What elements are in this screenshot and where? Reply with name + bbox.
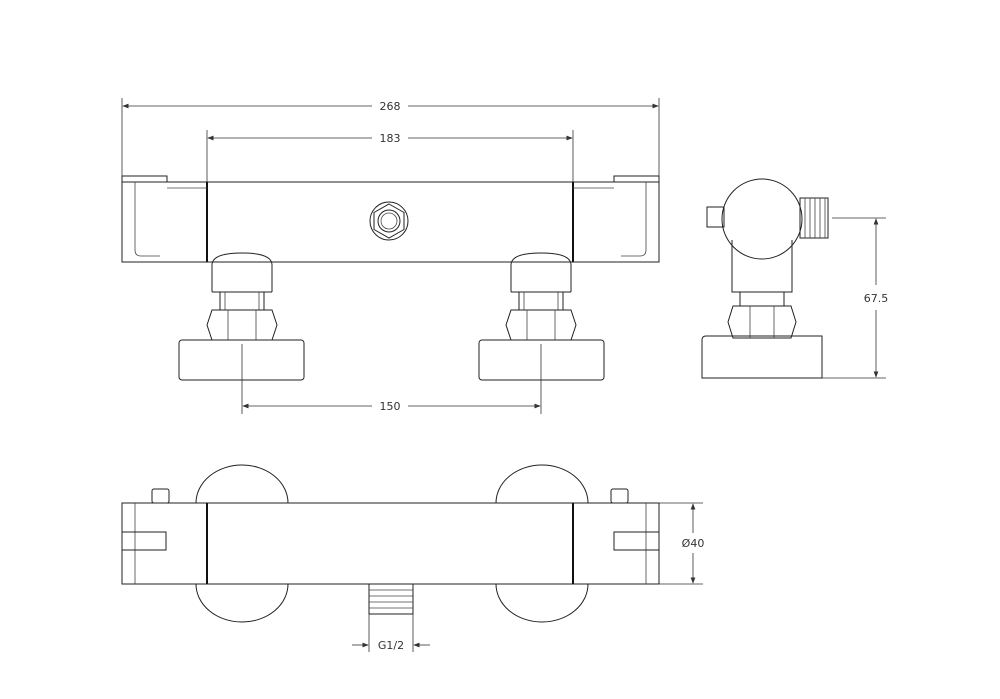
dim-label-67-5: 67.5 [864, 292, 889, 305]
front-left-inlet [178, 252, 305, 381]
top-view: Ø40 G1/2 [121, 464, 705, 652]
top-outlet-thread [368, 583, 414, 615]
dim-label-268: 268 [380, 100, 401, 113]
dim-label-183: 183 [380, 132, 401, 145]
side-view: 67.5 [701, 178, 889, 379]
dimension-diameter: Ø40 [659, 502, 705, 585]
dim-label-diameter: Ø40 [682, 537, 705, 550]
front-right-inlet [478, 252, 605, 381]
dim-label-150: 150 [380, 400, 401, 413]
front-view: 268 183 150 [121, 98, 660, 414]
dimension-thread: G1/2 [352, 614, 430, 652]
front-bar-body [121, 175, 660, 263]
dimension-overall-length: 268 [121, 98, 660, 176]
dimension-body-length: 183 [206, 130, 574, 182]
side-thread [799, 197, 829, 239]
dimension-inlet-centers: 150 [241, 344, 542, 414]
dimension-depth: 67.5 [822, 217, 889, 379]
front-outlet-nut [369, 201, 409, 241]
dim-label-g1-2: G1/2 [378, 639, 404, 652]
